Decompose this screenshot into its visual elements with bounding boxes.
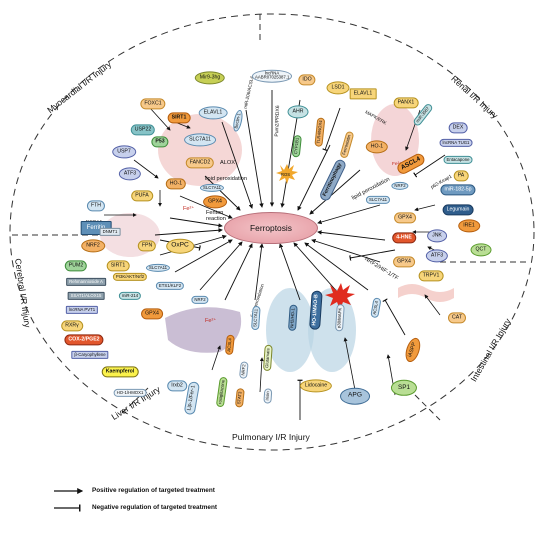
fe2-liver-label: Fe²⁺ — [205, 318, 217, 324]
node-panx1: PANX1 — [393, 97, 419, 109]
node-slc7a11-cer: SLC7A11 — [145, 263, 171, 273]
node-bcaryo: β-Caryophyllene — [71, 350, 109, 360]
node-circrna: lncRNA AABR07025387.1 — [252, 69, 292, 83]
node-ssat1: SSAT1/ALOX15 — [67, 291, 105, 301]
node-atf3-left: ATF3 — [118, 167, 142, 181]
node-mir93hg: Mir9-3hg — [194, 71, 226, 85]
red-starburst — [325, 283, 355, 310]
node-nrf2-right: NRF2 — [391, 181, 409, 191]
node-fancd2: FANCD2 — [185, 157, 215, 169]
node-nrf2-cer: NRF2 — [191, 295, 209, 305]
node-fpn: FPN — [137, 240, 157, 252]
alox-label: ALOX — [220, 160, 235, 166]
node-legumain: Legumain — [442, 204, 474, 216]
node-ets1: ETS1/KLF2 — [155, 281, 185, 291]
node-ho1-right: HO-1 — [365, 140, 389, 154]
node-apg: APG — [340, 387, 370, 405]
node-sp1: SP1 — [390, 379, 418, 397]
node-pum2: Pum2/PRDX6 — [274, 105, 282, 137]
fenton-label: Fenton reaction — [206, 210, 226, 222]
node-gpx4-int: GPX4 — [393, 256, 415, 268]
region-pulmonary: Pulmonary I/R Injury — [232, 432, 310, 442]
node-usp7: USP7 — [112, 145, 136, 159]
intestine-shape — [398, 284, 454, 302]
node-gpx4-top: GPX4 — [203, 195, 227, 209]
node-foxc1: FOXC1 — [140, 98, 166, 110]
node-4hne: 4-HNE — [392, 232, 416, 244]
ferroptosis-core: Ferroptosis — [224, 212, 318, 244]
node-dnmt1: DNMT1 — [99, 227, 121, 237]
ros-label: ROS — [281, 172, 291, 177]
node-rxry: RXRγ — [61, 320, 83, 332]
node-gpx4-right: GPX4 — [394, 212, 416, 224]
node-cat: CAT — [448, 312, 466, 324]
node-sirt1-cer: SIRT1 — [106, 260, 130, 272]
node-slc7a11-right: SLC7A11 — [365, 195, 391, 205]
node-entacapone: Entacapone — [443, 155, 473, 165]
liver-shape — [165, 307, 242, 353]
node-gpx4-cer: GPX4 — [141, 308, 163, 320]
fe2-label: Fe²⁺ — [183, 206, 195, 212]
lipid-peroxidation-label: lipid peroxidation — [205, 176, 247, 182]
node-pi3k: PI3K/AKT/Nrf2 — [112, 272, 148, 282]
node-kaempferol: Kaempferol — [101, 366, 139, 378]
node-nrf2-left: NRF2 — [81, 239, 105, 253]
node-p53: P53 — [151, 136, 169, 148]
ros-burst — [276, 164, 298, 184]
node-trpv1: TRPV1 — [418, 270, 444, 282]
node-slc7a11-mid: SLC7A11 — [199, 183, 225, 193]
node-lncpvt1: lncRNA PVT1 — [65, 305, 99, 315]
node-cox2: COX-2/PGE2 — [64, 334, 104, 346]
node-pufa: PUFA — [131, 190, 153, 202]
node-usp22: USP22 — [130, 124, 156, 136]
node-pa: PA — [453, 170, 469, 182]
outer-circle — [9, 13, 535, 451]
node-ire1: IRE1 — [458, 219, 480, 233]
node-qct: QCT — [470, 243, 492, 257]
divider-bottom-right — [414, 394, 441, 421]
node-dex: DEX — [448, 122, 468, 134]
node-mir182: miR-182-5p — [440, 184, 476, 196]
node-jnk: JNK — [427, 229, 447, 243]
ferroptosis-label: Ferroptosis — [250, 223, 292, 233]
node-elavl1-left: ELAVL1 — [198, 106, 228, 120]
node-mir214: miR-214 — [118, 291, 142, 301]
node-ahr: AHR — [287, 105, 309, 119]
node-slc7a11-top: SLC7A11 — [184, 133, 216, 147]
node-oxpc: OxPC — [166, 238, 194, 254]
node-fth: FTH — [86, 200, 106, 212]
node-lsd1: LSD1 — [326, 81, 350, 95]
legend-positive: Positive regulation of targeted treatmen… — [92, 487, 215, 494]
node-elavl1-right: ELAVL1 — [349, 88, 377, 100]
node-hmox1: HO-1/HMOX1 — [113, 388, 147, 398]
node-ido: IDO — [298, 74, 316, 86]
divider-bottom-left — [119, 387, 149, 416]
node-ho1-left: HO-1 — [165, 178, 187, 190]
node-pum2-cer: PUM2 — [64, 260, 88, 272]
node-lnctug1: lncRNA TUG1 — [439, 138, 473, 148]
node-lidocaine: Lidocaine — [299, 379, 333, 393]
heart-shape — [158, 114, 242, 186]
node-rehmanniaside: Rehmannioside A — [66, 277, 106, 287]
node-sirt1-top: SIRT1 — [167, 112, 191, 124]
legend-negative: Negative regulation of targeted treatmen… — [92, 504, 217, 511]
node-irxb2: Irxb2 — [167, 380, 187, 392]
node-atf3-right: ATF3 — [425, 249, 449, 263]
